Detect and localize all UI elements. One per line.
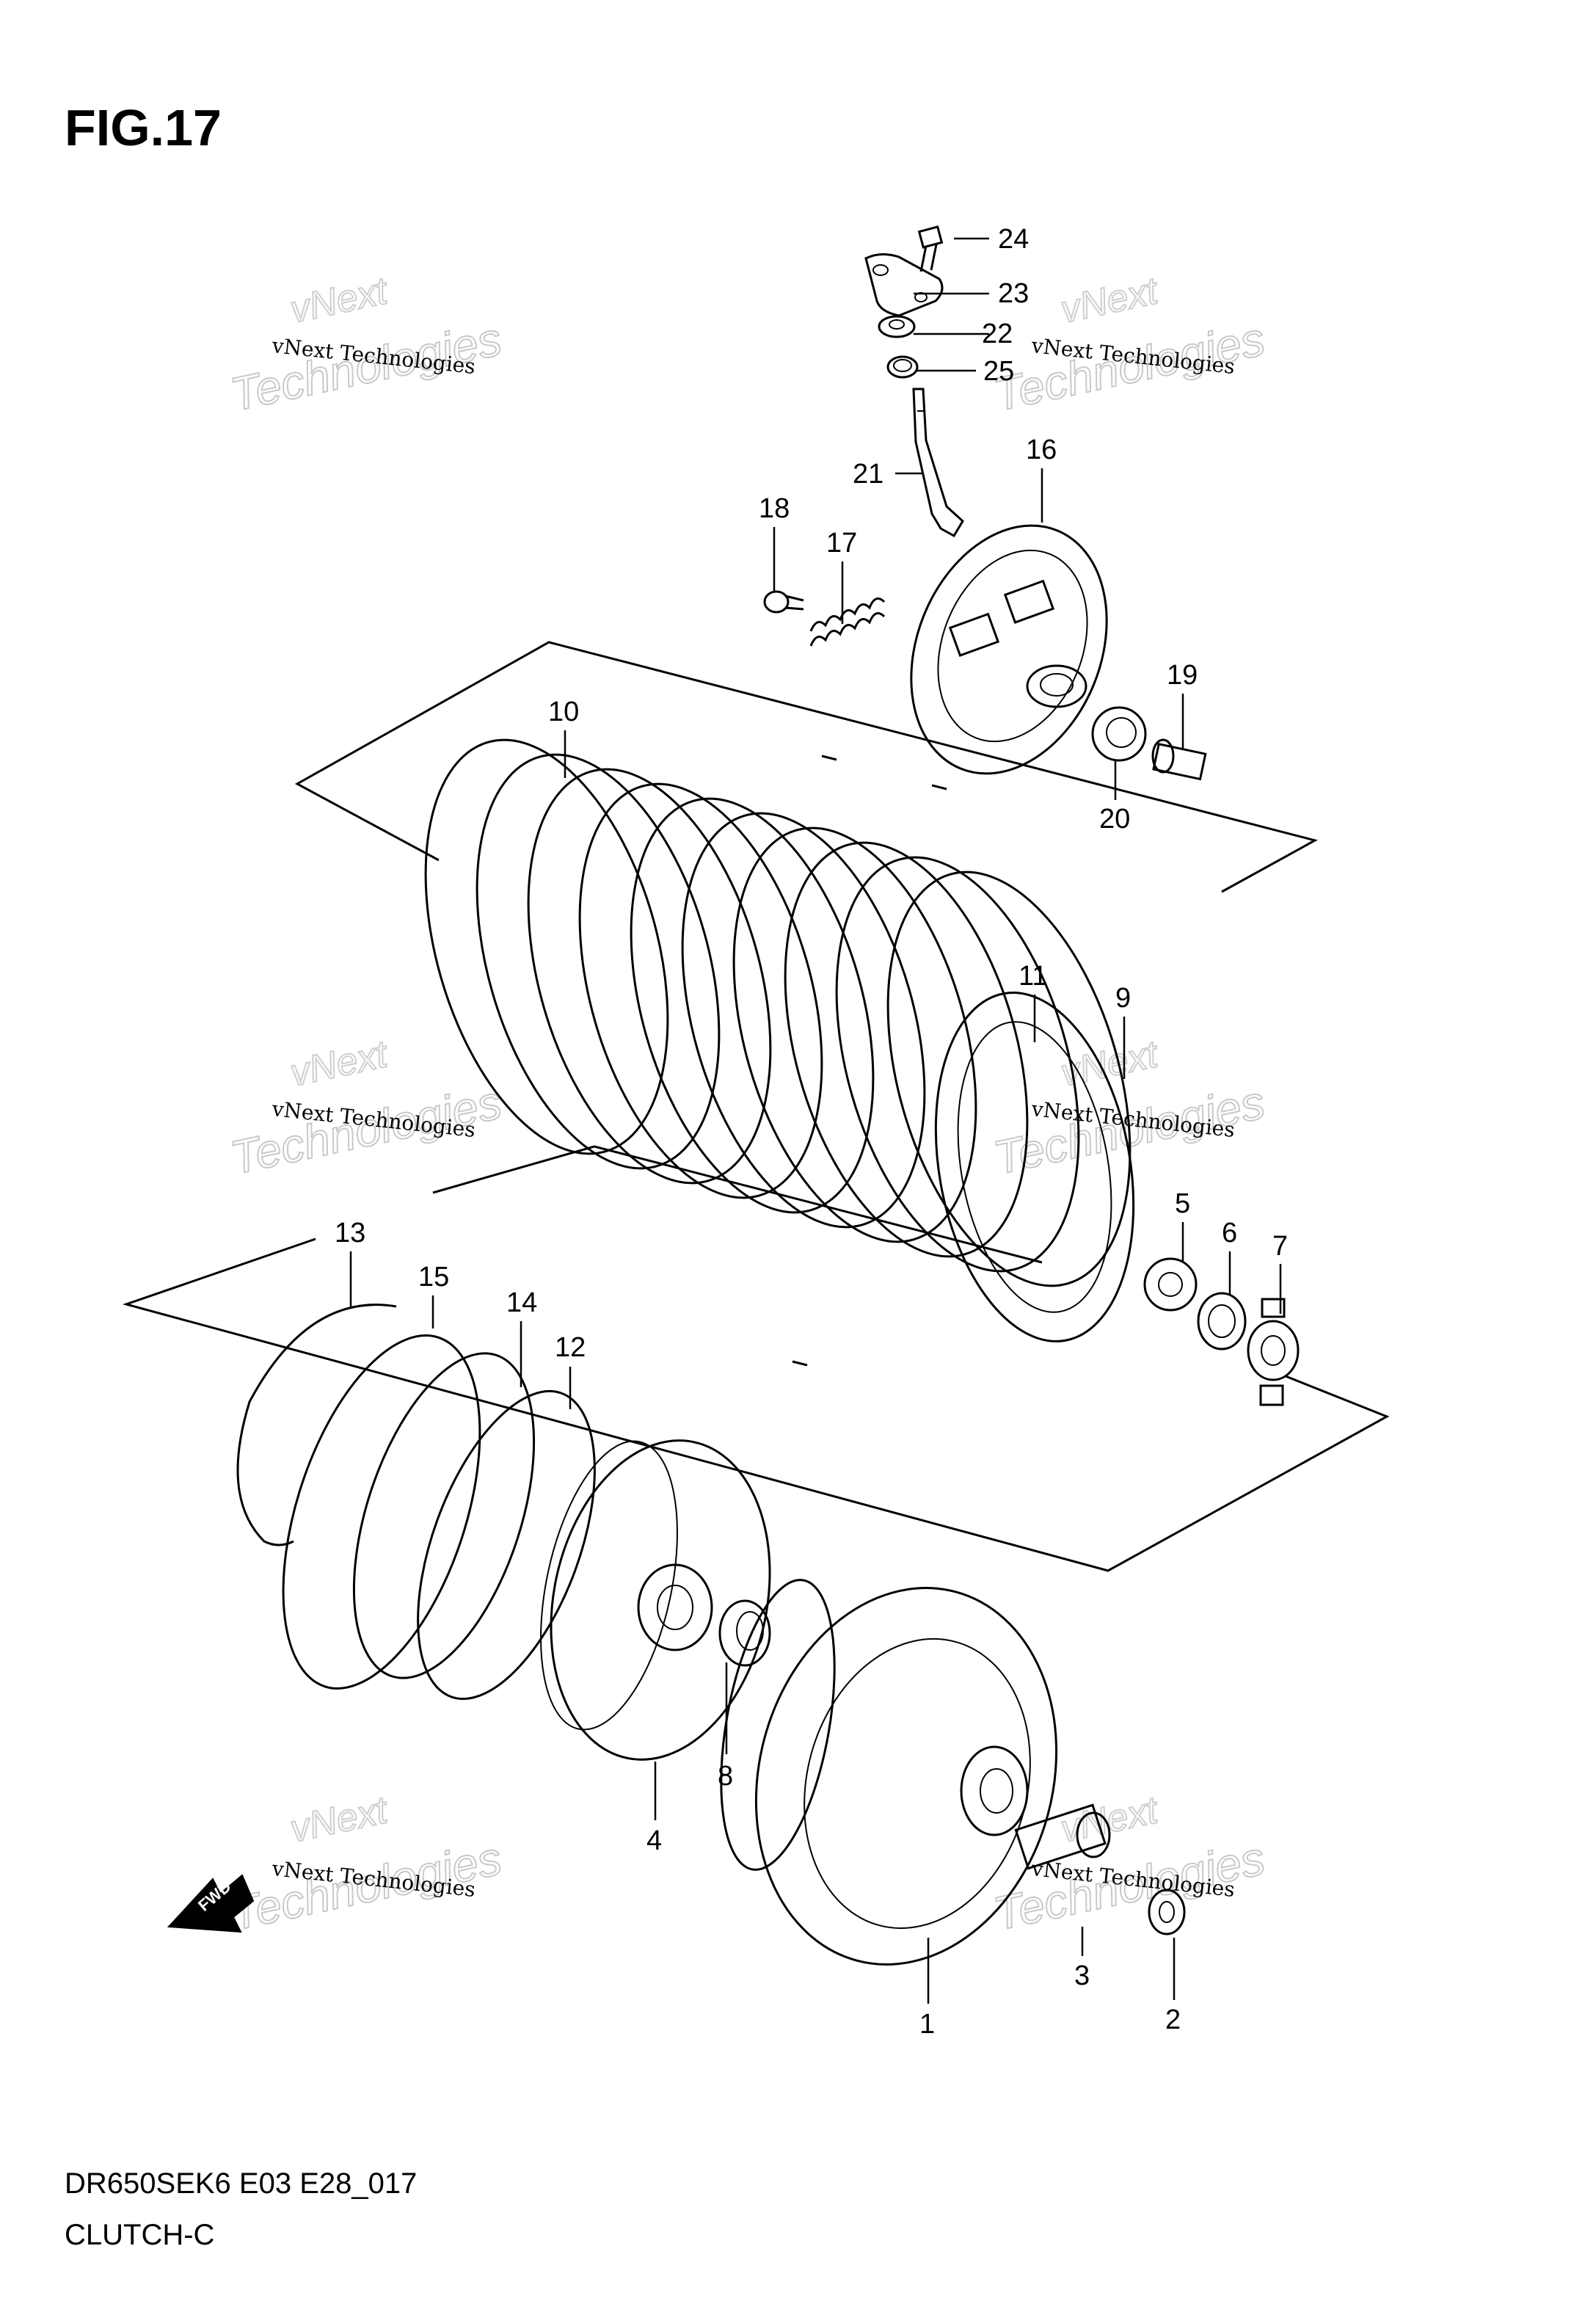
fwd-arrow-icon: FWD xyxy=(167,1874,255,1933)
part-17-spring xyxy=(809,597,886,647)
callout-9: 9 xyxy=(1115,983,1131,1014)
callout-2: 2 xyxy=(1165,2004,1181,2035)
callout-17: 17 xyxy=(826,528,857,559)
part-8-washer xyxy=(718,1599,771,1667)
callout-22: 22 xyxy=(982,319,1013,349)
part-15-spring-washer xyxy=(282,1334,481,1690)
part-23-lever xyxy=(864,253,944,317)
callout-7: 7 xyxy=(1272,1231,1288,1262)
callout-14: 14 xyxy=(506,1287,537,1318)
callout-4: 4 xyxy=(646,1825,662,1856)
callout-8: 8 xyxy=(718,1761,733,1792)
figure-title: FIG.17 xyxy=(65,99,222,156)
callout-13: 13 xyxy=(335,1218,365,1248)
callout-18: 18 xyxy=(759,493,790,524)
callout-23: 23 xyxy=(998,278,1029,309)
watermark-bottom-right: vNext Technologies vNext Technologies xyxy=(988,1788,1270,1941)
part-22-nut xyxy=(878,315,916,338)
part-12-ring xyxy=(417,1389,596,1701)
part-25-oil-seal xyxy=(886,355,919,379)
clutch-plate-stack xyxy=(424,738,1132,1287)
callout-20: 20 xyxy=(1099,804,1130,835)
part-18-bolt xyxy=(763,590,804,614)
part-13-circlip xyxy=(236,1304,397,1546)
callout-1: 1 xyxy=(919,2009,935,2040)
assembly-frame-lower xyxy=(122,1145,1390,1572)
watermark-top-left: vNext Technologies vNext Technologies xyxy=(225,269,507,422)
callout-labels: 24 23 22 25 21 16 18 17 19 20 10 11 9 5 … xyxy=(335,224,1288,2040)
watermark-word-vnext: vNext xyxy=(286,1789,393,1851)
callout-5: 5 xyxy=(1175,1188,1190,1219)
watermark-bottom-left: vNext Technologies vNext Technologies xyxy=(225,1788,507,1941)
watermark-middle-left: vNext Technologies vNext Technologies xyxy=(225,1032,507,1185)
part-7-lock-washer xyxy=(1247,1298,1300,1406)
watermark-word-vnext: vNext xyxy=(1057,269,1163,332)
callout-21: 21 xyxy=(853,459,883,490)
callout-12: 12 xyxy=(555,1332,586,1363)
assembly-frame-upper xyxy=(294,641,1319,893)
callout-19: 19 xyxy=(1167,660,1198,691)
section-name: CLUTCH-C xyxy=(65,2219,214,2251)
part-19-bolt xyxy=(1151,738,1207,781)
callout-10: 10 xyxy=(548,697,579,727)
model-code: DR650SEK6 E03 E28_017 xyxy=(65,2167,417,2200)
watermark-top-right: vNext Technologies vNext Technologies xyxy=(988,269,1270,422)
part-3-spacer xyxy=(1014,1803,1111,1870)
callout-3: 3 xyxy=(1074,1960,1090,1991)
part-4-clutch-sleeve-hub xyxy=(540,1439,771,1761)
part-9-drive-plate xyxy=(934,992,1135,1342)
callout-24: 24 xyxy=(998,224,1029,255)
callout-25: 25 xyxy=(983,356,1014,387)
watermark-word-vnext: vNext xyxy=(286,269,393,332)
part-5-nut xyxy=(1143,1257,1198,1312)
callout-11: 11 xyxy=(1019,961,1047,992)
leader-lines xyxy=(349,237,1282,2004)
part-20-bearing xyxy=(1091,706,1147,762)
part-24-bolt xyxy=(917,225,944,272)
part-6-washer xyxy=(1197,1292,1247,1351)
part-16-pressure-plate xyxy=(910,524,1108,775)
part-2-thrust-washer xyxy=(1148,1889,1186,1935)
callout-15: 15 xyxy=(418,1262,449,1293)
callout-6: 6 xyxy=(1222,1218,1237,1248)
watermark-word-vnext: vNext xyxy=(1057,1789,1163,1851)
part-14-seat xyxy=(352,1352,536,1679)
part-21-release-shaft xyxy=(912,388,964,538)
watermark-word-vnext: vNext xyxy=(286,1033,393,1095)
callout-16: 16 xyxy=(1026,435,1057,465)
